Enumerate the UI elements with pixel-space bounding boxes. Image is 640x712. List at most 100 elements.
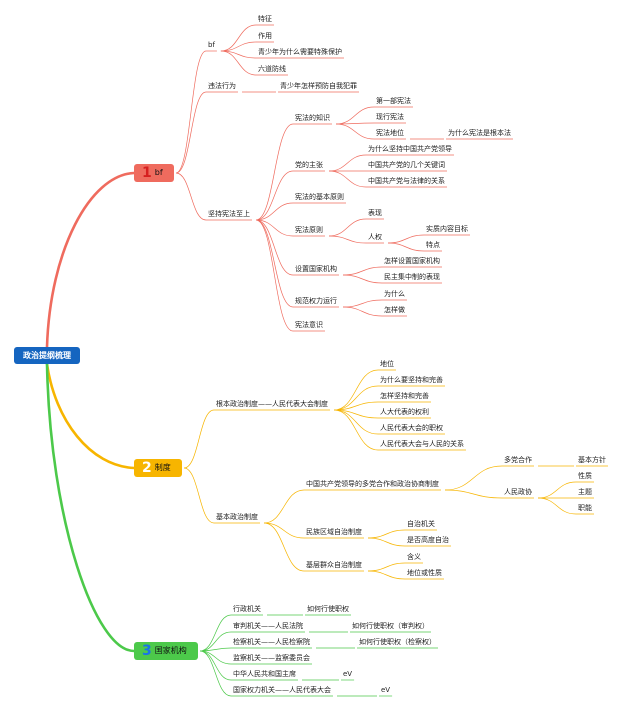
connector-line	[387, 234, 425, 244]
node-renquan[interactable]: 人权	[368, 233, 382, 241]
node-guifan[interactable]: 规范权力运行	[295, 297, 337, 305]
branch-label: 国家机构	[154, 646, 187, 655]
node-shenpan[interactable]: 审判机关——人民法院	[233, 622, 303, 630]
connector-line	[444, 489, 503, 499]
node-zuoyong[interactable]: 作用	[258, 32, 272, 40]
connector-line	[199, 650, 232, 697]
connector-line	[255, 123, 294, 221]
node-jiancha-jg[interactable]: 监察机关——监察委员会	[233, 654, 310, 662]
node-wsm-jianchi[interactable]: 为什么坚持中国共产党领导	[368, 145, 452, 153]
node-xingzhi[interactable]: 性质	[578, 472, 592, 480]
node-weishenme[interactable]: 为什么	[384, 290, 405, 298]
node-zhuti[interactable]: 主题	[578, 488, 592, 496]
connector-line	[199, 631, 232, 652]
connector-line	[328, 154, 367, 172]
node-xf-yishi[interactable]: 宪法意识	[295, 321, 323, 329]
node-qsn-yufang[interactable]: 青少年怎样预防自我犯罪	[280, 82, 357, 90]
node-gaodu-zizhi[interactable]: 是否高度自治	[407, 536, 449, 544]
node-rd-zhiquan[interactable]: 人民代表大会的职权	[380, 424, 443, 432]
node-diwei-xingzhi[interactable]: 地位或性质	[407, 569, 442, 577]
node-minzhu-jizhong[interactable]: 民主集中制的表现	[384, 273, 440, 281]
node-quanli-jg[interactable]: 国家权力机关——人民代表大会	[233, 686, 331, 694]
branch-number: 1	[142, 165, 152, 181]
node-xf-diwei[interactable]: 宪法地位	[376, 129, 404, 137]
connector-line	[220, 41, 257, 52]
node-jiceng[interactable]: 基层群众自治制度	[306, 561, 362, 569]
node-minzu-zizhi[interactable]: 民族区域自治制度	[306, 528, 362, 536]
node-wsm-wanshan[interactable]: 为什么要坚持和完善	[380, 376, 443, 384]
node-jianchi[interactable]: 坚持宪法至上	[208, 210, 250, 218]
connector-line	[183, 467, 215, 524]
node-zenyang-shezhi[interactable]: 怎样设置国家机构	[384, 257, 440, 265]
connector-line	[333, 401, 379, 411]
node-dangzhu[interactable]: 党的主张	[295, 161, 323, 169]
node-ev2[interactable]: eV	[381, 686, 391, 694]
node-ev1[interactable]: eV	[343, 670, 353, 678]
connector-line	[342, 299, 383, 308]
node-zhengxie[interactable]: 人民政协	[504, 488, 532, 496]
node-shezhi[interactable]: 设置国家机构	[295, 265, 337, 273]
connector-line	[175, 91, 207, 174]
node-xianxing[interactable]: 现行宪法	[376, 113, 404, 121]
node-biaoxian[interactable]: 表现	[368, 209, 382, 217]
node-shixian[interactable]: 实质内容目标	[426, 225, 468, 233]
node-dang-falv[interactable]: 中国共产党与法律的关系	[368, 177, 445, 185]
branch-label: bf	[154, 168, 163, 177]
node-jiben-yuanze[interactable]: 宪法的基本原则	[295, 193, 344, 201]
connector-line	[333, 369, 379, 411]
node-zenyangzuo[interactable]: 怎样做	[384, 306, 405, 314]
node-hanyi[interactable]: 含义	[407, 553, 421, 561]
node-genben-fa[interactable]: 为什么宪法是根本法	[448, 129, 511, 137]
node-jige-gjc[interactable]: 中国共产党的几个关键词	[368, 161, 445, 169]
node-rd-quanli[interactable]: 人大代表的权利	[380, 408, 429, 416]
node-zenyang-wanshan[interactable]: 怎样坚持和完善	[380, 392, 429, 400]
branch-number: 2	[142, 460, 152, 476]
connector-line	[367, 529, 406, 539]
connector-line	[537, 481, 577, 499]
node-zhuxi[interactable]: 中华人民共和国主席	[233, 670, 296, 678]
node-weifa[interactable]: 违法行为	[208, 82, 236, 90]
connector-line	[342, 306, 383, 317]
node-tezheng[interactable]: 特征	[258, 15, 272, 23]
node-bf[interactable]: bf	[208, 41, 215, 49]
root-node[interactable]: 政治提纲梳理	[14, 347, 80, 364]
connector-line	[255, 219, 294, 332]
connector-line	[199, 650, 232, 681]
connector-line	[387, 242, 425, 252]
node-xingzheng[interactable]: 行政机关	[233, 605, 261, 613]
connector-line	[220, 50, 257, 76]
node-xingshi1[interactable]: 如何行使职权	[307, 605, 349, 613]
node-genben-zz[interactable]: 根本政治制度——人民代表大会制度	[216, 400, 328, 408]
connector-line	[342, 266, 383, 276]
connector-line	[342, 274, 383, 284]
node-xf-yuanze[interactable]: 宪法原则	[295, 226, 323, 234]
node-dangpai[interactable]: 中国共产党领导的多党合作和政治协商制度	[306, 480, 439, 488]
node-diyibu[interactable]: 第一部宪法	[376, 97, 411, 105]
connector-line	[328, 235, 367, 244]
node-qsn-baohu[interactable]: 青少年为什么需要特殊保护	[258, 48, 342, 56]
trunk-line-bf	[45, 171, 136, 349]
node-jiben-fangzhen[interactable]: 基本方针	[578, 456, 606, 464]
node-diwei[interactable]: 地位	[380, 360, 394, 368]
trunk-line-zhidu	[45, 362, 136, 470]
node-xf-zhishi[interactable]: 宪法的知识	[295, 114, 330, 122]
connector-line	[263, 489, 305, 524]
connector-line	[175, 172, 207, 221]
node-rd-guanxi[interactable]: 人民代表大会与人民的关系	[380, 440, 464, 448]
connector-line	[335, 106, 375, 125]
node-zhineng[interactable]: 职能	[578, 504, 592, 512]
node-tedian[interactable]: 特点	[426, 241, 440, 249]
node-xingshi2[interactable]: 如何行使职权（审判权）	[352, 622, 429, 630]
node-xingshi3[interactable]: 如何行使职权（检察权）	[359, 638, 436, 646]
node-jiben-zz[interactable]: 基本政治制度	[216, 513, 258, 521]
connector-line	[444, 465, 503, 491]
node-jiancha[interactable]: 检察机关——人民检察院	[233, 638, 310, 646]
connector-line	[335, 123, 375, 140]
connector-line	[255, 170, 294, 221]
node-zizhi-jiguan[interactable]: 自治机关	[407, 520, 435, 528]
node-liudao[interactable]: 六道防线	[258, 65, 286, 73]
node-duodang[interactable]: 多党合作	[504, 456, 532, 464]
